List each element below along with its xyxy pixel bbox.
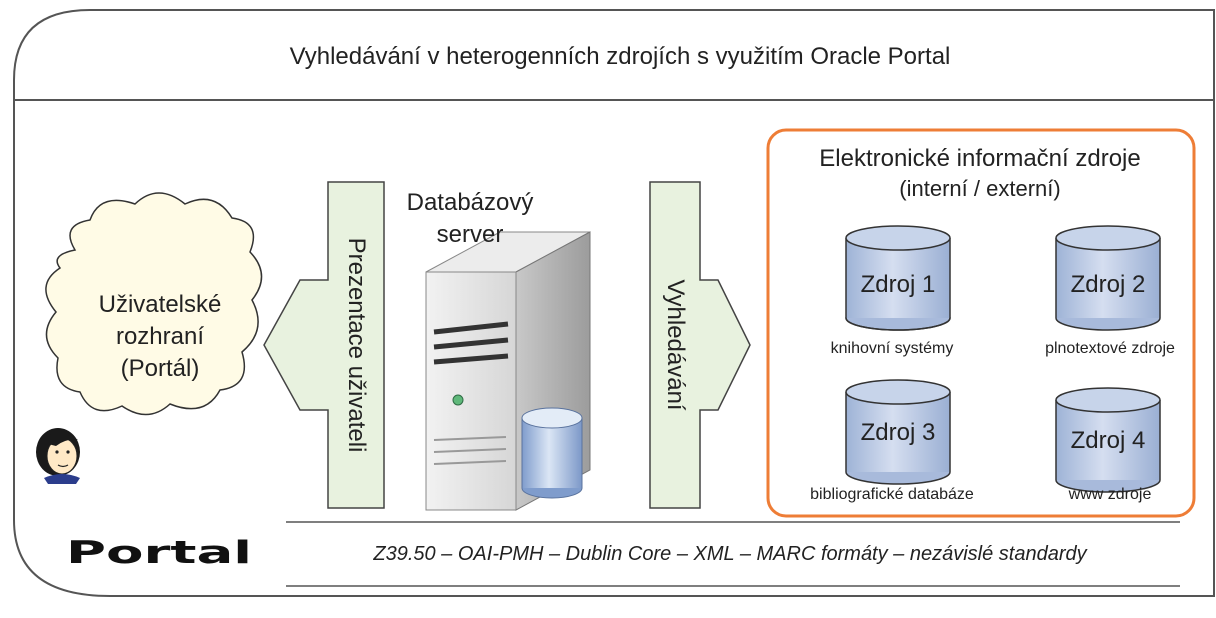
portal-logo: Portal — [66, 535, 252, 571]
standards-text: Z39.50 – OAI-PMH – Dublin Core – XML – M… — [372, 543, 1087, 565]
user-interface-line3: (Portál) — [121, 355, 200, 382]
source-1-cylinder — [845, 225, 951, 331]
source-4-caption: www zdroje — [1068, 486, 1152, 503]
server-database-cylinder-icon — [521, 407, 583, 499]
source-1-caption: knihovní systémy — [831, 340, 954, 357]
user-interface-line2: rozhraní — [116, 323, 204, 350]
server-label-line2: server — [437, 221, 504, 248]
source-4-name: Zdroj 4 — [1071, 427, 1146, 454]
presentation-arrow-label: Prezentace uživateli — [343, 237, 370, 453]
source-2-name: Zdroj 2 — [1071, 271, 1146, 298]
presentation-arrow — [263, 181, 385, 509]
source-3-name: Zdroj 3 — [861, 419, 936, 446]
source-2-caption: plnotextové zdroje — [1045, 340, 1175, 357]
user-interface-line1: Uživatelské — [99, 291, 222, 318]
sources-panel-subtitle: (interní / externí) — [899, 176, 1060, 201]
source-1-name: Zdroj 1 — [861, 271, 936, 298]
server-label-line1: Databázový — [407, 189, 534, 216]
search-arrow-label: Vyhledávání — [662, 279, 689, 411]
user-interface-cloud — [45, 192, 263, 416]
search-arrow — [649, 181, 751, 509]
sources-panel-title: Elektronické informační zdroje — [819, 145, 1140, 172]
source-3-cylinder — [845, 379, 951, 485]
source-3-caption: bibliografické databáze — [810, 486, 974, 503]
source-4-cylinder — [1055, 387, 1161, 493]
diagram-title: Vyhledávání v heterogenních zdrojích s v… — [290, 43, 951, 70]
source-2-cylinder — [1055, 225, 1161, 331]
user-avatar-icon — [36, 428, 80, 484]
